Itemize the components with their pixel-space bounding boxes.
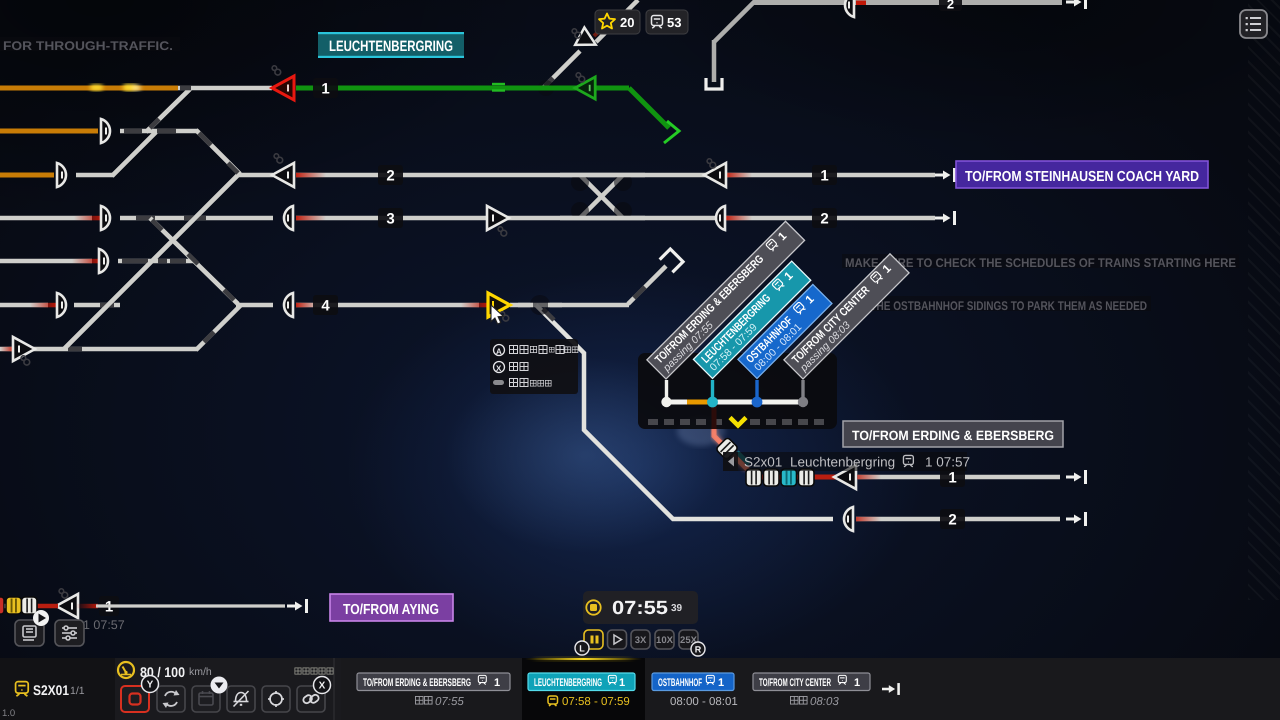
svg-text:20: 20	[620, 15, 634, 30]
svg-text:TO/FROM ERDING & EBERSBERG: TO/FROM ERDING & EBERSBERG	[363, 677, 471, 689]
svg-text:A: A	[496, 347, 502, 356]
svg-text:2: 2	[947, 0, 954, 12]
svg-text:R: R	[695, 645, 702, 655]
svg-text:4: 4	[321, 298, 330, 315]
svg-text:1: 1	[619, 677, 625, 689]
svg-text:Leuchtenbergring: Leuchtenbergring	[790, 455, 895, 470]
svg-text:2: 2	[386, 168, 394, 185]
svg-text:TO/FROM AYING: TO/FROM AYING	[343, 602, 439, 618]
svg-text:07:55: 07:55	[435, 696, 464, 708]
svg-text:S2x01: S2x01	[744, 455, 782, 470]
svg-text:TO/FROM STEINHAUSEN COACH YARD: TO/FROM STEINHAUSEN COACH YARD	[965, 169, 1199, 185]
svg-text:TO/FROM CITY CENTER: TO/FROM CITY CENTER	[759, 677, 831, 689]
svg-text:08:00 - 08:01: 08:00 - 08:01	[670, 696, 738, 708]
svg-text:1 07:57: 1 07:57	[83, 618, 125, 632]
svg-text:MAKE SURE TO CHECK THE SCHEDUL: MAKE SURE TO CHECK THE SCHEDULES OF TRAI…	[845, 256, 1236, 270]
svg-text:1: 1	[820, 168, 828, 185]
svg-text:OSTBAHNHOF: OSTBAHNHOF	[658, 677, 702, 689]
svg-text:1 07:57: 1 07:57	[925, 455, 970, 470]
svg-text:1: 1	[948, 470, 956, 487]
svg-text:LEUCHTENBERGRING: LEUCHTENBERGRING	[329, 38, 453, 55]
svg-text:L: L	[579, 644, 585, 654]
svg-text:Y: Y	[147, 680, 154, 691]
svg-text:FOR THROUGH-TRAFFIC.: FOR THROUGH-TRAFFIC.	[3, 39, 173, 53]
svg-text:53: 53	[667, 15, 681, 30]
svg-text:3: 3	[386, 211, 394, 228]
svg-text:1: 1	[718, 677, 724, 689]
svg-text:1: 1	[854, 677, 860, 689]
svg-text:TO/FROM ERDING & EBERSBERG: TO/FROM ERDING & EBERSBERG	[852, 428, 1054, 443]
svg-text:07:55: 07:55	[612, 598, 668, 619]
svg-text:S2X01: S2X01	[33, 682, 69, 698]
svg-text:2: 2	[948, 512, 956, 529]
svg-text:LEUCHTENBERGRING: LEUCHTENBERGRING	[534, 677, 602, 689]
svg-text:1: 1	[321, 81, 329, 98]
svg-text:1/1: 1/1	[70, 685, 85, 697]
svg-text:X: X	[319, 681, 326, 692]
svg-text:3X: 3X	[635, 635, 647, 646]
svg-text:1: 1	[494, 677, 500, 689]
svg-text:km/h: km/h	[189, 666, 212, 678]
svg-text:39: 39	[671, 603, 683, 614]
svg-text:08:03: 08:03	[810, 696, 839, 708]
svg-text:07:58 - 07:59: 07:58 - 07:59	[562, 696, 630, 708]
svg-text:10X: 10X	[656, 635, 674, 646]
svg-text:USE THE OSTBAHNHOF SIDINGS TO: USE THE OSTBAHNHOF SIDINGS TO PARK THEM …	[847, 299, 1147, 313]
svg-text:X: X	[496, 364, 502, 373]
svg-text:2: 2	[820, 211, 828, 228]
svg-text:1.0: 1.0	[2, 708, 15, 719]
svg-text:25X: 25X	[680, 635, 698, 646]
